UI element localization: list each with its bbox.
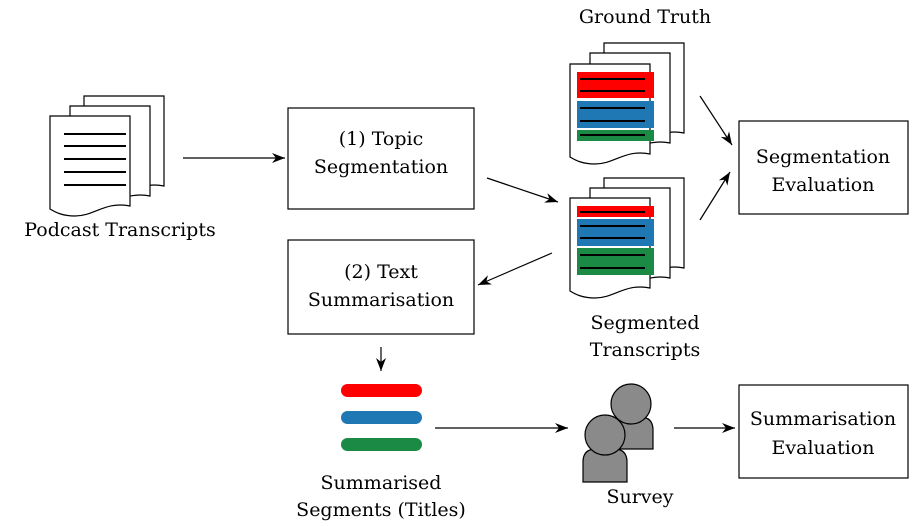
arrow-groundtruth-to-evaluation [699, 95, 733, 146]
segmentation-evaluation-line2: Evaluation [772, 174, 875, 196]
summarisation-evaluation-box: Summarisation Evaluation [738, 384, 909, 479]
ground-truth-label: Ground Truth [579, 6, 711, 28]
text-summarisation-line1: (2) Text [344, 261, 418, 283]
arrow-segmented-to-summarisation [477, 252, 553, 286]
topic-segmentation-line1: (1) Topic [339, 128, 423, 150]
text-summarisation-line2: Summarisation [308, 289, 454, 311]
podcast-transcripts-label: Podcast Transcripts [24, 219, 215, 241]
segmented-transcripts-segments [577, 206, 654, 275]
segmented-transcripts-label-line2: Transcripts [590, 339, 700, 361]
summarisation-evaluation-line2: Evaluation [772, 437, 875, 459]
ground-truth-segments [577, 72, 654, 141]
segmentation-evaluation-line1: Segmentation [756, 146, 890, 168]
podcast-transcripts-doc-icon [49, 95, 165, 217]
segmented-transcripts-label-line1: Segmented [591, 312, 700, 334]
segmentation-evaluation-box: Segmentation Evaluation [738, 120, 909, 215]
summarised-segments-label-line2: Segments (Titles) [296, 499, 466, 521]
summarised-segments-icon [341, 384, 422, 451]
arrow-segmentation-to-segmented [486, 177, 559, 203]
text-summarisation-box: (2) Text Summarisation [287, 239, 475, 335]
topic-segmentation-box: (1) Topic Segmentation [287, 107, 475, 210]
summarisation-evaluation-line1: Summarisation [750, 408, 896, 430]
summarised-segments-label-line1: Summarised [321, 472, 442, 494]
survey-label: Survey [606, 486, 673, 508]
survey-people-icon [582, 383, 654, 483]
arrow-segmented-to-evaluation [699, 171, 731, 221]
topic-segmentation-line2: Segmentation [314, 156, 448, 178]
